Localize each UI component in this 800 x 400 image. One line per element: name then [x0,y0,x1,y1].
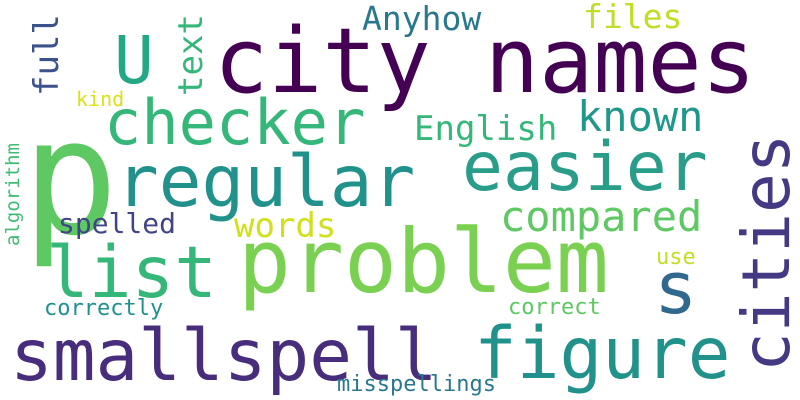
word-city-names: city names [214,9,756,114]
word-p: p [22,84,119,271]
word-use: use [656,245,696,270]
word-files: files [583,0,683,36]
word-compared: compared [500,192,703,241]
word-full: full [27,14,67,96]
word-misspellings: misspellings [337,372,496,397]
word-list: list [46,231,217,314]
word-problem: problem [238,210,609,313]
word-anyhow: Anyhow [362,0,482,38]
word-kind: kind [76,87,125,111]
word-known: known [577,92,704,141]
word-correct: correct [508,295,601,320]
word-figure: figure [474,312,731,395]
word-algorithm: algorithm [2,143,24,246]
word-english: English [414,109,558,149]
word-correctly: correctly [44,296,164,321]
word-easier: easier [462,128,708,207]
word-regular: regular [116,140,416,223]
word-checker: checker [104,86,366,159]
word-cities: cities [728,133,800,372]
word-spelled: spelled [58,207,177,240]
word-words: words [234,206,337,246]
word-text: text [171,14,211,96]
word-smallspell: smallspell [10,314,438,397]
word-u: U [114,22,154,99]
word-s: s [654,246,698,330]
